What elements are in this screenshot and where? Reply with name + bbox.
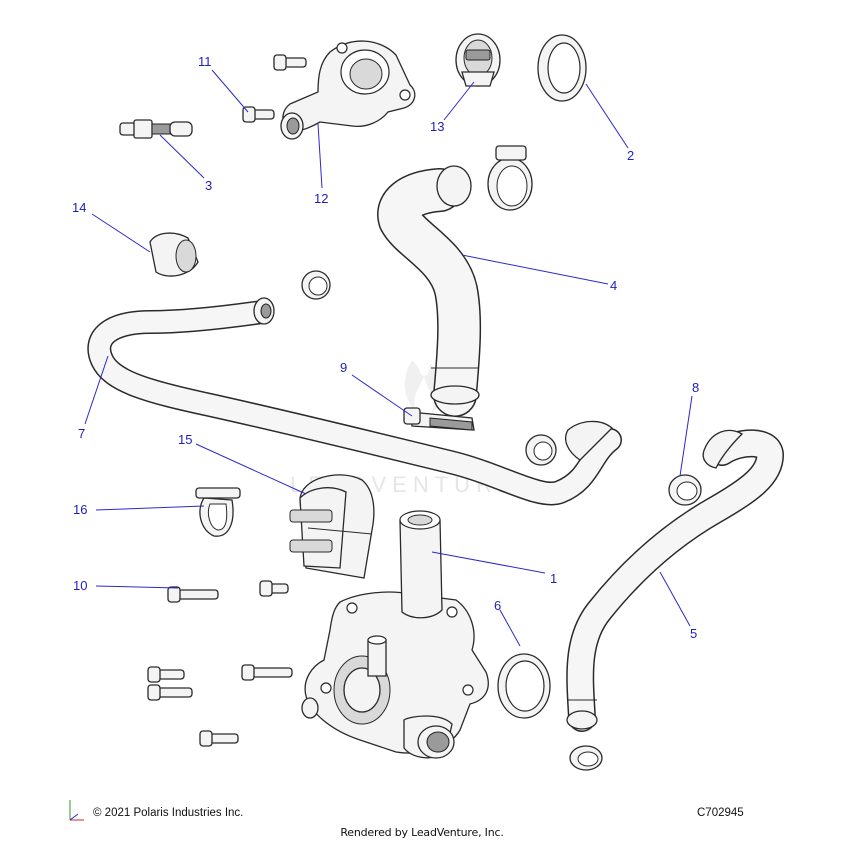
bolt-11[interactable]	[242, 106, 275, 123]
callout-10: 10	[73, 578, 87, 593]
callout-9: 9	[340, 360, 347, 375]
cover-15[interactable]	[289, 474, 375, 579]
callout-5: 5	[690, 626, 697, 641]
temp-sensor-3[interactable]	[119, 119, 193, 139]
callout-12: 12	[314, 191, 328, 206]
callout-15: 15	[178, 432, 192, 447]
cable-tie-16[interactable]	[195, 487, 241, 537]
fitting-14[interactable]	[149, 232, 199, 277]
hose-clamp-lower[interactable]	[569, 745, 603, 771]
hose-clamp-mid[interactable]	[525, 434, 557, 466]
bolt-b[interactable]	[147, 666, 185, 683]
callout-labels: 1 2 3 4 5 6 7 8 9 10 11 12 13 14 15 16	[72, 54, 699, 641]
bolt-10[interactable]	[167, 586, 219, 603]
callout-14: 14	[72, 200, 86, 215]
callout-7: 7	[78, 426, 85, 441]
leader-lines	[84, 69, 693, 647]
callout-11: 11	[198, 54, 212, 69]
callout-16: 16	[73, 502, 87, 517]
bolt-c[interactable]	[147, 684, 193, 701]
callout-6: 6	[494, 598, 501, 613]
hose-4[interactable]	[377, 165, 482, 417]
hose-7[interactable]	[87, 297, 622, 506]
water-pump-1[interactable]	[301, 510, 489, 759]
callout-4: 4	[610, 278, 617, 293]
watermark-flame-icon	[404, 360, 442, 414]
hose-clamp-small-top[interactable]	[301, 270, 331, 300]
seal-ring-2[interactable]	[537, 34, 587, 102]
thermostat-housing-12[interactable]	[280, 40, 416, 140]
rendered-by-text: Rendered by LeadVenture, Inc.	[340, 826, 504, 839]
thermostat-13[interactable]	[455, 33, 501, 87]
axis-triad-icon	[69, 800, 84, 821]
hose-7-branch-end	[565, 420, 613, 461]
callout-13: 13	[430, 119, 444, 134]
o-ring-6[interactable]	[497, 653, 551, 719]
bolt-housing-top[interactable]	[273, 54, 307, 71]
worm-clamp-9[interactable]	[403, 407, 475, 431]
hose-clamp-upper[interactable]	[487, 145, 533, 211]
copyright-text: © 2021 Polaris Industries Inc.	[93, 807, 244, 819]
hose-5[interactable]	[566, 429, 784, 732]
callout-3: 3	[205, 178, 212, 193]
bolt-d[interactable]	[241, 664, 293, 681]
callout-8: 8	[692, 380, 699, 395]
diagram-code: C702945	[697, 807, 744, 819]
bolt-short-a[interactable]	[259, 580, 289, 597]
bolt-e[interactable]	[199, 730, 239, 747]
callout-2: 2	[627, 148, 634, 163]
callout-1: 1	[550, 571, 557, 586]
hose-clamp-8[interactable]	[668, 474, 702, 506]
